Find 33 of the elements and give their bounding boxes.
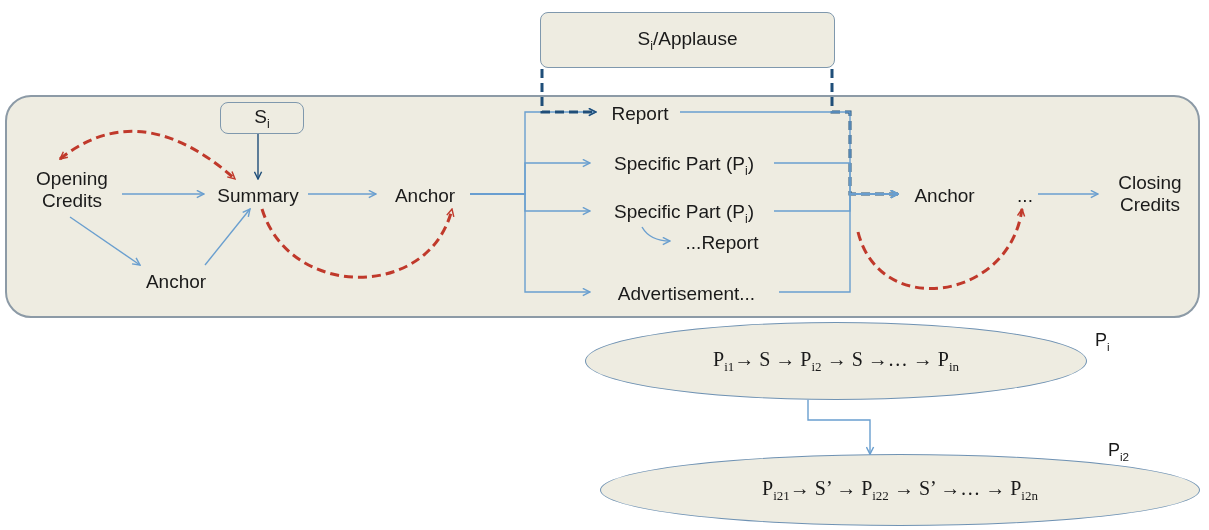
process-label: Report bbox=[600, 100, 680, 128]
arrow bbox=[641, 226, 671, 246]
rounded-panel bbox=[5, 95, 1200, 318]
arrow bbox=[807, 399, 875, 455]
process-label: Anchor bbox=[380, 182, 470, 210]
process-box: S$_{i}$/Applause bbox=[540, 12, 835, 68]
process-label: Specific Part (P$_{i}$) bbox=[594, 198, 774, 228]
dashed-arrow bbox=[856, 208, 1025, 290]
arrow bbox=[778, 189, 899, 293]
process-label: Closing Credits bbox=[1102, 166, 1198, 222]
arrow bbox=[1037, 189, 1099, 199]
arrow bbox=[69, 216, 141, 266]
dashed-arrow bbox=[59, 129, 236, 181]
process-label: ...Report bbox=[674, 230, 770, 256]
node-caption: P$_{i2}$ bbox=[1108, 440, 1130, 463]
process-label: ... bbox=[1012, 182, 1038, 210]
dashed-arrow bbox=[540, 69, 597, 117]
process-label: Summary bbox=[208, 182, 308, 210]
process-label: Specific Part (P$_{i}$) bbox=[594, 150, 774, 180]
process-label: Opening Credits bbox=[22, 162, 122, 218]
dashed-arrow bbox=[830, 69, 899, 199]
process-label: Anchor bbox=[902, 182, 987, 210]
arrow bbox=[121, 189, 205, 199]
node-caption: P$_{i}$ bbox=[1095, 330, 1110, 353]
arrow bbox=[253, 132, 263, 180]
process-box: S$_{i}$ bbox=[220, 102, 304, 134]
dashed-arrow bbox=[260, 208, 454, 279]
arrow bbox=[307, 189, 377, 199]
process-label: Advertisement... bbox=[594, 280, 779, 308]
process-label: Anchor bbox=[134, 268, 218, 296]
ellipse-node: P$_{i1}$→ S → P$_{i2}$ → S →… → P$_{in}$ bbox=[585, 322, 1087, 400]
arrow bbox=[204, 208, 251, 266]
arrow bbox=[469, 193, 591, 297]
